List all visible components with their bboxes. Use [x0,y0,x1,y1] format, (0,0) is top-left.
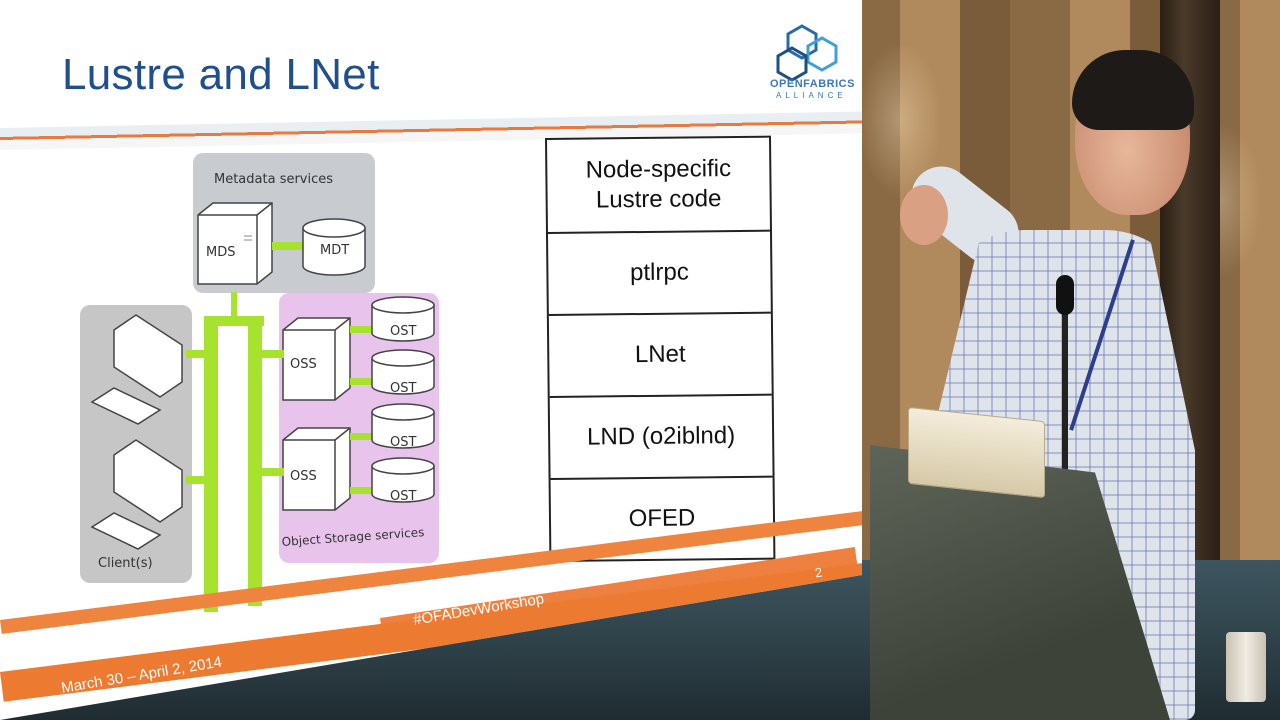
layer-node-specific: Node-specific Lustre code [547,138,770,234]
layer-lnet: LNet [549,314,772,398]
layer-lnd: LND (o2iblnd) [550,396,773,480]
coffee-cup [1226,632,1266,702]
layer-ptlrpc: ptlrpc [548,232,771,316]
speaker-hand [900,185,948,245]
lnet-layer-stack: Node-specific Lustre code ptlrpc LNet LN… [545,136,775,562]
mdt-label: MDT [320,243,349,258]
oss-label: OSS [290,357,317,372]
metadata-services-label: Metadata services [214,172,333,187]
microphone-icon [1056,275,1074,315]
mds-server-icon [198,203,272,284]
ost-label: OST [390,324,416,339]
ost-label: OST [390,489,416,504]
clients-label: Client(s) [98,556,153,571]
laptop [908,407,1045,498]
ost-label: OST [390,381,416,396]
network-bus [186,292,284,612]
mds-label: MDS [206,245,235,260]
oss-label: OSS [290,469,317,484]
ost-label: OST [390,435,416,450]
